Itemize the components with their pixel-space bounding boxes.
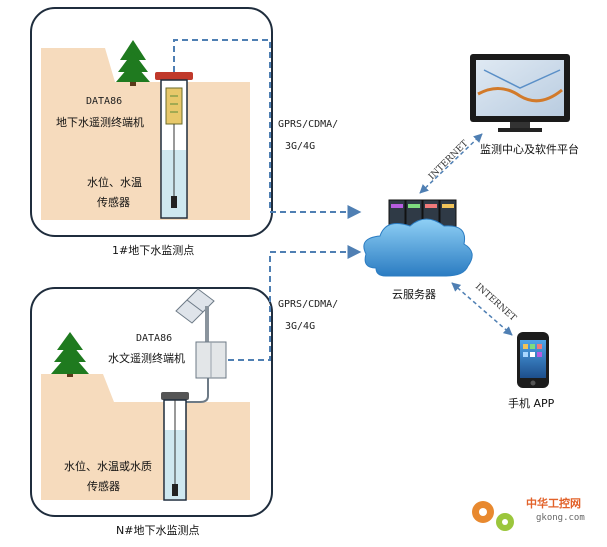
gkong-logo-icon xyxy=(472,501,514,531)
siteN-terminal-name: 水文遥测终端机 xyxy=(108,351,185,365)
siteN-caption: N#地下水监测点 xyxy=(116,524,199,537)
site1-terminal-name: 地下水遥测终端机 xyxy=(56,115,144,129)
site1-well-terminal xyxy=(155,72,193,219)
phone-link-label: INTERNET xyxy=(473,282,518,324)
link1-protocol-line2: 3G/4G xyxy=(285,141,315,152)
watermark-brand: 中华工控网 xyxy=(526,496,581,510)
siteN-terminal-model: DATA86 xyxy=(136,333,172,344)
phone-connector xyxy=(451,282,513,336)
siteN-sensor-line1: 水位、水温或水质 xyxy=(64,459,152,473)
link2-protocol-line1: GPRS/CDMA/ xyxy=(278,299,338,310)
site1-caption: 1#地下水监测点 xyxy=(112,244,194,257)
phone-app-label: 手机 APP xyxy=(508,396,555,410)
phone-icon xyxy=(517,332,549,388)
monitor-center-label: 监测中心及软件平台 xyxy=(480,142,579,156)
link2-protocol-line2: 3G/4G xyxy=(285,321,315,332)
siteN-terminal-box xyxy=(186,341,227,403)
watermark-domain: gkong.com xyxy=(536,513,585,523)
site1-terminal-model: DATA86 xyxy=(86,96,122,107)
cloud-server-label: 云服务器 xyxy=(392,288,436,301)
link1-protocol-line1: GPRS/CDMA/ xyxy=(278,119,338,130)
link2-connector xyxy=(228,245,362,361)
monitor-icon xyxy=(470,54,570,132)
siteN-sensor-line2: 传感器 xyxy=(87,480,120,493)
siteN-panel xyxy=(30,287,273,517)
site1-panel xyxy=(30,7,273,237)
tree-icon xyxy=(116,40,150,86)
link1-connector xyxy=(173,39,362,219)
site1-sensor-line1: 水位、水温 xyxy=(87,175,142,189)
monitor-connector xyxy=(419,133,483,194)
tree-icon xyxy=(51,332,89,377)
siteN-well xyxy=(161,392,189,501)
cloud-server-icon xyxy=(363,199,473,277)
site1-sensor-line2: 传感器 xyxy=(97,196,130,209)
monitor-link-label: INTERNET xyxy=(427,139,470,182)
